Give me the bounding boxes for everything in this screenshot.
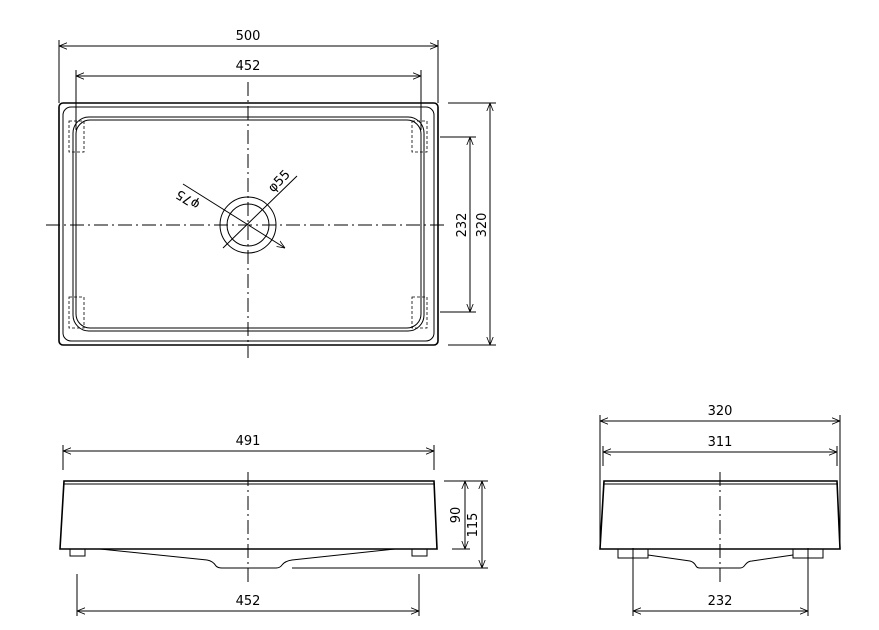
front-bowl-bottom	[99, 548, 396, 569]
dim-500: 500	[236, 29, 261, 44]
dim-phi75: φ75	[174, 186, 203, 212]
dim-90: 90	[449, 507, 464, 524]
phi55-leader	[222, 175, 298, 249]
dim-491: 491	[236, 434, 261, 449]
outer-rim	[58, 102, 439, 346]
top-view: φ75 φ55 500 452 232 320	[46, 29, 496, 358]
front-body	[59, 480, 438, 550]
dim-311: 311	[708, 435, 733, 450]
dim-452-front: 452	[236, 594, 261, 609]
dim-320-side: 320	[708, 404, 733, 419]
front-foot-right	[411, 548, 428, 557]
dim-452-top: 452	[236, 59, 261, 74]
side-view: 320 311 232	[599, 404, 841, 616]
dim-phi55: φ55	[265, 167, 293, 195]
front-foot-left	[69, 548, 86, 557]
dim-320-top: 320	[475, 213, 490, 238]
basin-inner-edge	[75, 119, 422, 329]
dim-115: 115	[466, 513, 481, 538]
dim-232-top: 232	[455, 213, 470, 238]
phi75-leader	[182, 183, 285, 248]
front-view: 491 90 115 452	[59, 434, 488, 616]
dim-232-side: 232	[708, 594, 733, 609]
